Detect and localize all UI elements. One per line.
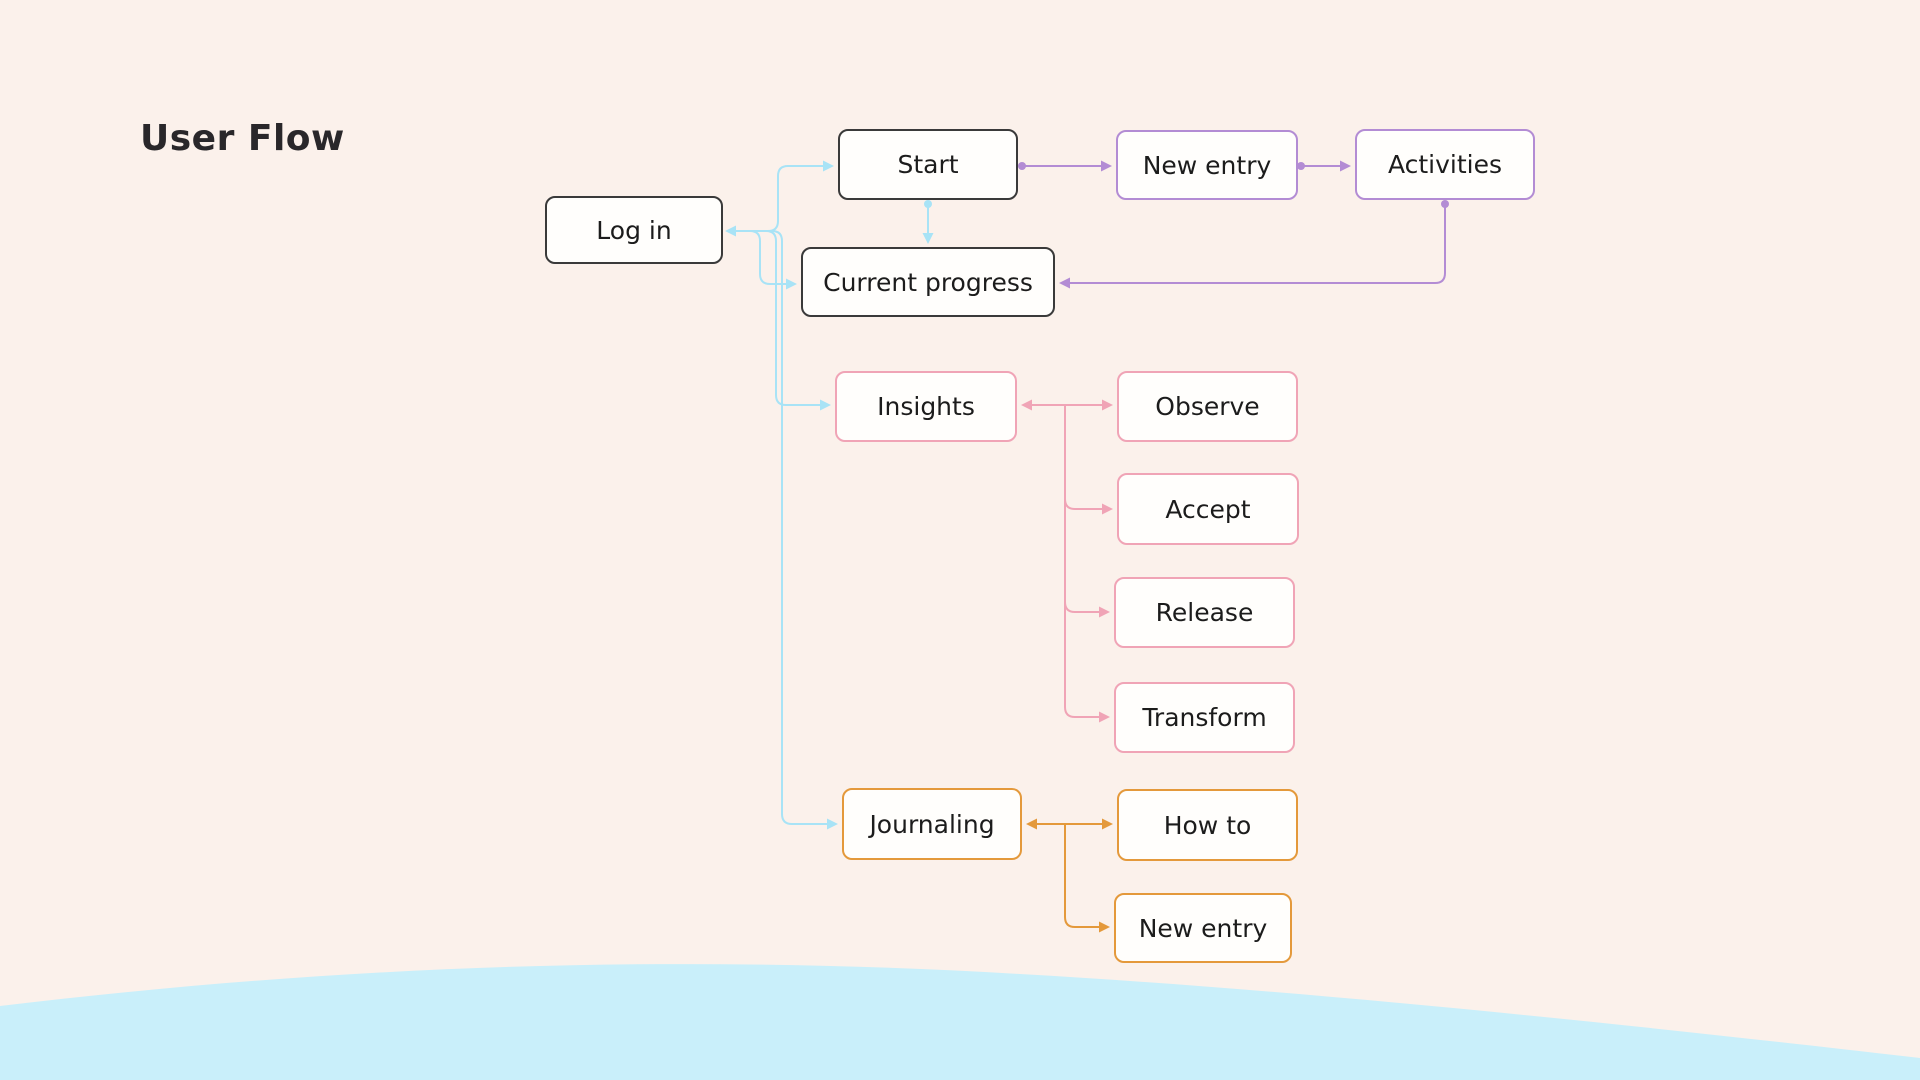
edge-insights-transform-trunk — [1064, 405, 1099, 718]
origin-dot-new-entry-right — [1297, 162, 1305, 170]
arrowhead-into-release — [1099, 606, 1110, 618]
edge-login-start — [736, 165, 823, 232]
node-transform: Transform — [1114, 682, 1295, 753]
edge-insights-accept-branch — [1064, 495, 1102, 510]
arrowhead-into-login — [725, 225, 736, 237]
arrowhead-into-transform — [1099, 711, 1110, 723]
edge-login-journaling — [740, 230, 827, 825]
arrowhead-into-new-entry-bottom — [1099, 921, 1110, 933]
edge-insights-release-branch — [1064, 598, 1099, 613]
node-observe: Observe — [1117, 371, 1298, 442]
arrowhead-into-journaling-right — [1026, 818, 1037, 830]
node-release: Release — [1114, 577, 1295, 648]
node-insights: Insights — [835, 371, 1017, 442]
edge-login-current-progress — [740, 230, 786, 285]
origin-dot-activities-bottom — [1441, 200, 1449, 208]
arrowhead-into-journaling-left — [827, 818, 838, 830]
page-title: User Flow — [140, 118, 345, 159]
node-activities: Activities — [1355, 129, 1535, 200]
arrowhead-into-how-to — [1102, 818, 1113, 830]
node-how-to: How to — [1117, 789, 1298, 861]
origin-dot-start-right — [1018, 162, 1026, 170]
edge-activities-current-progress — [1070, 205, 1446, 284]
arrowhead-into-new-entry — [1101, 160, 1112, 172]
node-accept: Accept — [1117, 473, 1299, 545]
arrowhead-into-insights-left — [820, 399, 831, 411]
arrowhead-into-accept — [1102, 503, 1113, 515]
wave-decoration — [0, 964, 1920, 1080]
node-new-entry-top: New entry — [1116, 130, 1298, 200]
arrowhead-into-insights-right — [1021, 399, 1032, 411]
node-start: Start — [838, 129, 1018, 200]
arrowhead-into-activities — [1340, 160, 1351, 172]
edge-journaling-new-entry-trunk — [1064, 824, 1099, 928]
node-journaling: Journaling — [842, 788, 1022, 860]
arrowhead-into-start — [823, 160, 834, 172]
node-log-in: Log in — [545, 196, 723, 264]
arrowhead-into-current-progress-top — [922, 233, 934, 244]
arrowhead-into-current-progress-left — [786, 278, 797, 290]
origin-dot-start-bottom — [924, 200, 932, 208]
node-current-progress: Current progress — [801, 247, 1055, 317]
node-new-entry-bottom: New entry — [1114, 893, 1292, 963]
arrowhead-into-current-progress-right — [1059, 277, 1070, 289]
arrowhead-into-observe — [1102, 399, 1113, 411]
